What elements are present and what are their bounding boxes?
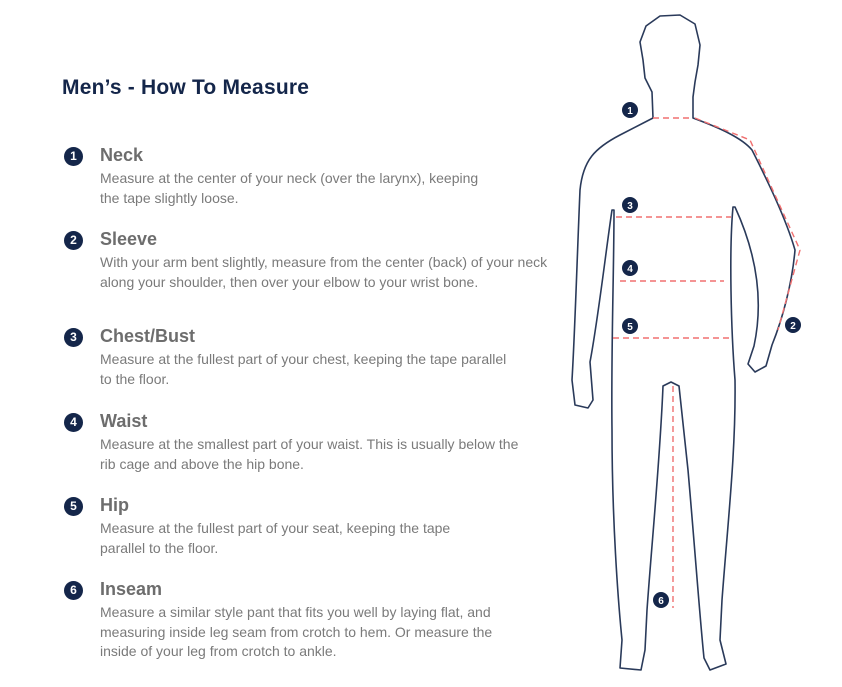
svg-text:6: 6 (658, 596, 664, 607)
item-heading: Waist (100, 411, 148, 431)
figure-badge-1: 1 (622, 102, 638, 118)
item-heading: Chest/Bust (100, 326, 196, 346)
number-badge: 2 (64, 231, 83, 250)
figure-badge-3: 3 (622, 197, 638, 213)
figure-badge-4: 4 (622, 260, 638, 276)
sleeve-tape-line (694, 117, 801, 331)
svg-text:5: 5 (627, 322, 633, 333)
item-description: With your arm bent slightly, measure fro… (100, 254, 548, 290)
number-badge: 1 (64, 147, 83, 166)
svg-text:1: 1 (627, 106, 633, 117)
item-heading: Hip (100, 495, 129, 515)
figure-badge-6: 6 (653, 592, 669, 608)
svg-text:3: 3 (627, 201, 633, 212)
svg-text:4: 4 (627, 264, 633, 275)
body-outline (571, 14, 796, 671)
item-description: Measure a similar style pant that fits y… (100, 604, 493, 659)
page-title: Men’s - How To Measure (62, 76, 310, 99)
item-description: Measure at the fullest part of your seat… (100, 520, 451, 556)
number-badge: 4 (64, 413, 83, 432)
item-description: Measure at the center of your neck (over… (100, 170, 479, 206)
item-description: Measure at the fullest part of your ches… (100, 351, 507, 387)
number-badge: 3 (64, 328, 83, 347)
item-heading: Inseam (100, 579, 163, 599)
item-description: Measure at the smallest part of your wai… (100, 436, 519, 472)
item-heading: Sleeve (100, 229, 158, 249)
tape-lines (613, 117, 801, 608)
number-badge: 6 (64, 581, 83, 600)
item-heading: Neck (100, 145, 144, 165)
figure-badge-5: 5 (622, 318, 638, 334)
figure-badge-2: 2 (785, 317, 801, 333)
number-badge: 5 (64, 497, 83, 516)
svg-text:2: 2 (790, 321, 796, 332)
